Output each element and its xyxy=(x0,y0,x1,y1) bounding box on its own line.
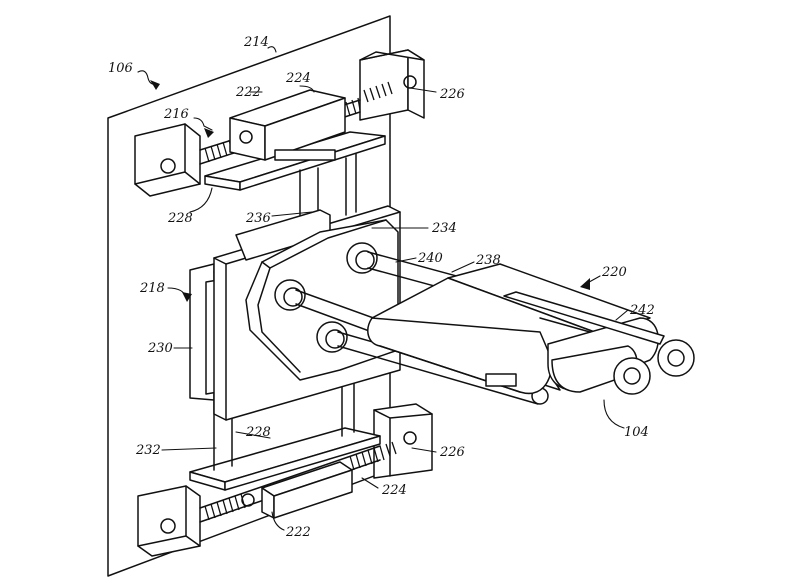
label-224-lower: 224 xyxy=(381,483,407,498)
label-226-upper: 226 xyxy=(439,87,465,102)
label-232: 232 xyxy=(135,443,161,458)
label-226-lower: 226 xyxy=(439,445,465,460)
label-218: 218 xyxy=(139,281,165,296)
upper-screw-assembly xyxy=(134,49,425,226)
label-106: 106 xyxy=(108,61,133,76)
label-222-lower: 222 xyxy=(285,525,311,540)
label-240: 240 xyxy=(417,251,443,266)
label-222-upper: 222 xyxy=(235,85,261,100)
label-228-upper: 228 xyxy=(167,211,193,226)
label-234: 234 xyxy=(431,221,457,236)
lower-screw-assembly xyxy=(137,377,433,557)
label-220: 220 xyxy=(601,265,627,280)
label-216: 216 xyxy=(163,107,189,122)
connector-carriage xyxy=(367,263,695,395)
label-228-lower: 228 xyxy=(245,425,271,440)
label-224-upper: 224 xyxy=(285,71,311,86)
label-236: 236 xyxy=(245,211,271,226)
label-230: 230 xyxy=(147,341,173,356)
reference-labels: 106 214 224 222 226 216 228 236 234 240 … xyxy=(108,35,655,540)
label-214: 214 xyxy=(243,35,269,50)
label-242: 242 xyxy=(629,303,655,318)
label-238: 238 xyxy=(475,253,501,268)
label-104: 104 xyxy=(624,425,649,440)
arrowheads xyxy=(150,80,590,302)
